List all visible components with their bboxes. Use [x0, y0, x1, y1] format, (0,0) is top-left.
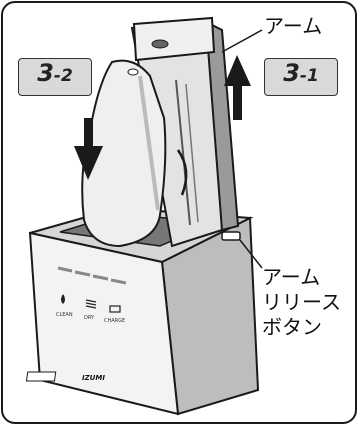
arm-release-button-label: アーム リリース ボタン: [262, 265, 341, 340]
arm-release-line2: リリース: [262, 290, 341, 314]
step-left-major: 3: [37, 59, 54, 87]
dry-label: DRY: [84, 315, 95, 321]
arm-release-line3: ボタン: [262, 315, 322, 339]
charge-label: CHARGE: [104, 318, 125, 324]
droplet-icon: [61, 294, 65, 304]
step-badge-right: 3 -1: [264, 58, 338, 96]
clean-label: CLEAN: [56, 312, 73, 318]
brand-logo-text: IZUMI: [82, 374, 105, 382]
step-badge-left: 3 -2: [18, 58, 92, 96]
step-right-major: 3: [283, 59, 300, 87]
brand-plate: [25, 371, 57, 382]
arm-label: アーム: [264, 14, 323, 38]
figure-frame: [1, 1, 357, 424]
down-arrow-icon: [74, 118, 103, 180]
indicator-bars: [57, 266, 127, 285]
step-left-minor: -2: [53, 66, 73, 86]
release-leader-line: [239, 239, 263, 269]
step-right-minor: -1: [299, 66, 319, 86]
battery-icon: [109, 305, 121, 313]
arm-release-line1: アーム: [262, 265, 321, 289]
arm-leader-line: [221, 29, 263, 53]
up-arrow-icon: [224, 55, 251, 120]
dry-lines-icon: [85, 299, 97, 309]
arm: [130, 16, 241, 248]
